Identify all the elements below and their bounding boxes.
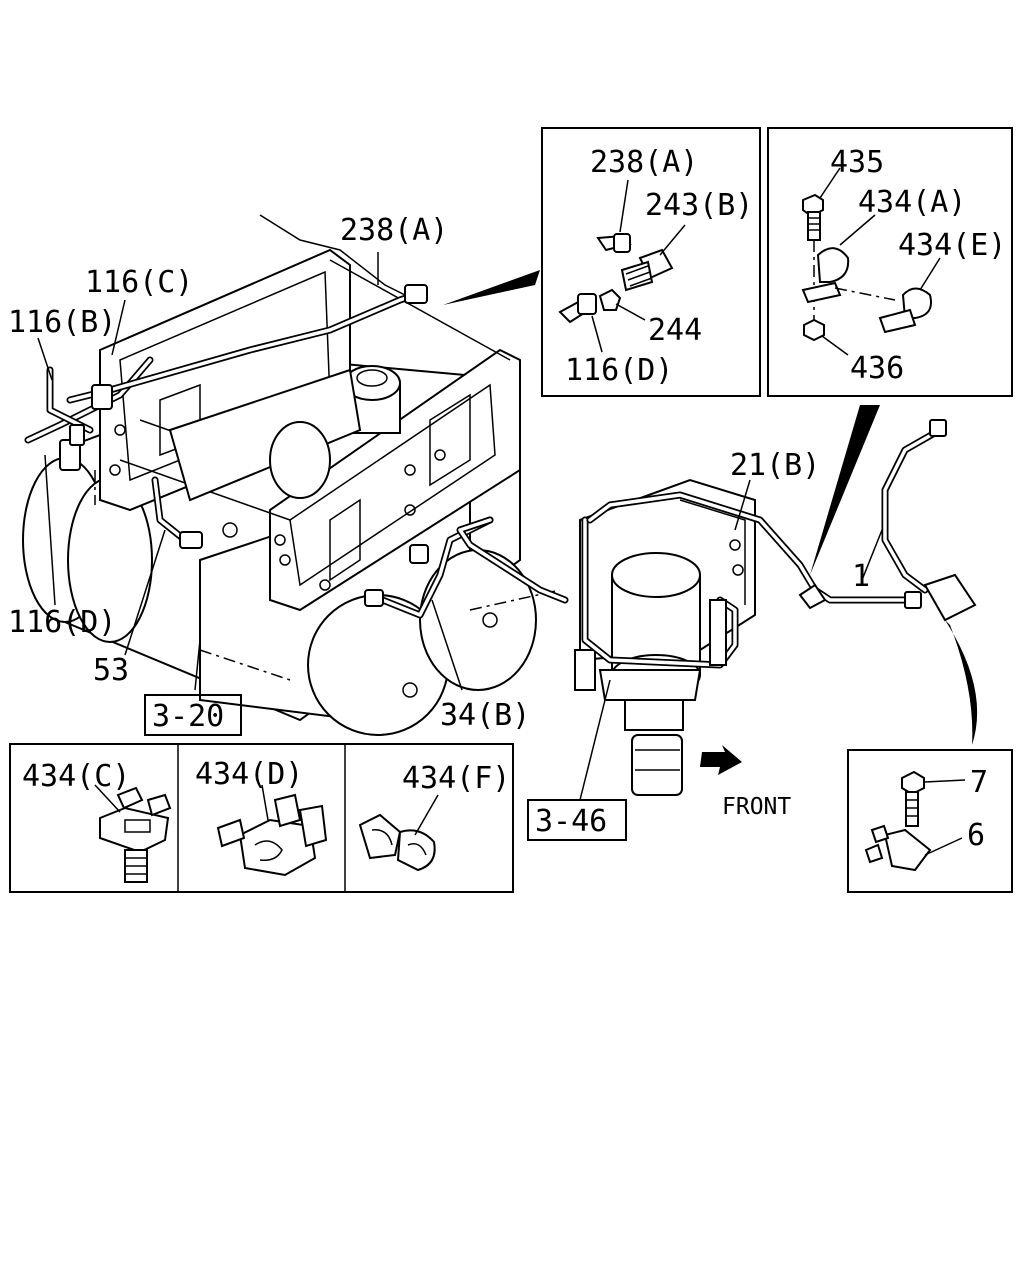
inset-bolt-bracket: 7 6 <box>847 749 1013 893</box>
callout-243b: 243(B) <box>645 188 753 223</box>
ref-box-3-20 <box>144 694 242 736</box>
inset-clips: 434(C) 434(D) 434(F) <box>9 743 514 893</box>
pointer-wedge-bolt <box>945 620 978 745</box>
callout-34b: 34(B) <box>440 698 530 733</box>
callout-116c: 116(C) <box>85 265 193 300</box>
ref-3-20: 3-20 <box>152 699 224 734</box>
callout-inset-116d: 116(D) <box>565 353 673 388</box>
callout-6: 6 <box>967 818 985 853</box>
callout-436: 436 <box>850 351 904 386</box>
callout-434f: 434(F) <box>402 761 510 796</box>
callout-116b: 116(B) <box>8 305 116 340</box>
callout-244: 244 <box>648 313 702 348</box>
callout-53: 53 <box>93 653 129 688</box>
ref-3-46: 3-46 <box>535 804 607 839</box>
pointer-wedge-clamp <box>810 405 880 575</box>
callout-434e: 434(E) <box>898 228 1006 263</box>
callout-inset-238a: 238(A) <box>590 145 698 180</box>
air-dryer-assembly <box>456 419 977 796</box>
pointer-wedge-fittings <box>443 270 540 305</box>
callout-435: 435 <box>830 145 884 180</box>
callout-434d: 434(D) <box>195 757 303 792</box>
callout-21b: 21(B) <box>730 448 820 483</box>
callout-116d: 116(D) <box>8 605 116 640</box>
callout-434c: 434(C) <box>22 759 130 794</box>
inset-fittings: 238(A) 243(B) 244 116(D) <box>541 127 761 397</box>
callout-7: 7 <box>970 765 988 800</box>
callout-1: 1 <box>852 559 870 594</box>
front-indicator: FRONT <box>722 794 791 820</box>
air-tank-assembly <box>22 248 561 736</box>
ref-box-3-46 <box>527 799 627 841</box>
inset-clamp-bolt: 435 434(A) 434(E) 436 <box>767 127 1013 397</box>
callout-238a: 238(A) <box>340 213 448 248</box>
leader-lines <box>37 252 883 801</box>
callout-434a: 434(A) <box>858 185 966 220</box>
